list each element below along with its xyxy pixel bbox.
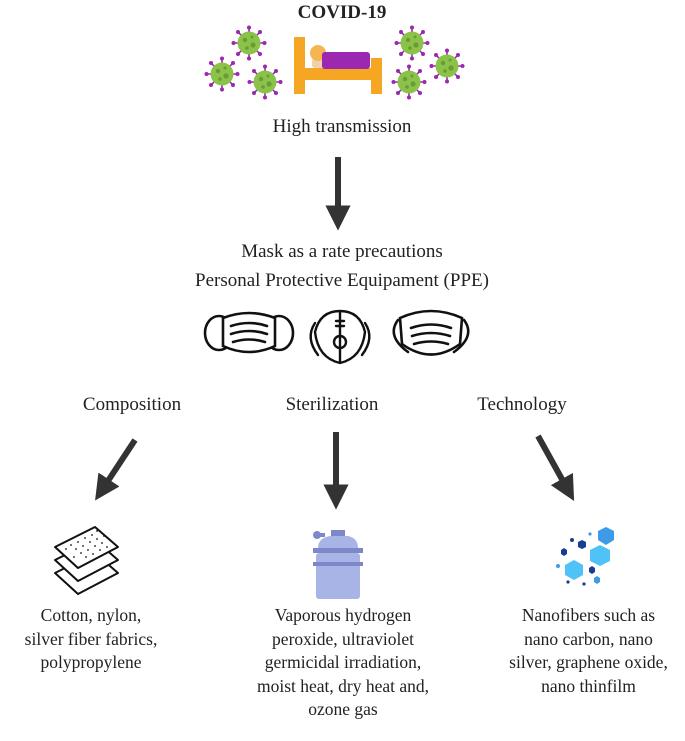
- technology-line: Nanofibers such as: [521, 605, 656, 625]
- composition-line: silver fiber fabrics,: [24, 628, 158, 649]
- composition-line: Cotton, nylon,: [40, 605, 142, 625]
- virus-icon: [393, 24, 431, 62]
- sterilization-line: germicidal irradiation,: [264, 652, 422, 672]
- virus-icon: [428, 47, 466, 85]
- fabric-layers-icon: [54, 526, 119, 595]
- technology-line: nano carbon, nano: [524, 628, 653, 649]
- face-mask-icon: [203, 311, 295, 354]
- sterilization-line: moist heat, dry heat and,: [256, 675, 430, 696]
- category-sterilization-label: Sterilization: [285, 394, 379, 415]
- ppe-label: Personal Protective Equipament (PPE): [195, 270, 489, 291]
- sterilization-description: Vaporous hydrogen peroxide, ultraviolet …: [218, 604, 468, 722]
- mask-precautions-label: Mask as a rate precautions: [241, 241, 443, 262]
- technology-description: Nanofibers such as nano carbon, nano sil…: [492, 604, 685, 698]
- sterilization-line: Vaporous hydrogen: [274, 605, 412, 625]
- diagram-title: COVID-19: [297, 2, 387, 23]
- sterilizer-tank-icon: [313, 530, 363, 599]
- arrow-to-technology: [535, 434, 575, 502]
- technology-line: nano thinfilm: [541, 675, 636, 696]
- virus-icon: [390, 63, 428, 101]
- sterilization-line: ozone gas: [308, 699, 378, 719]
- technology-line: silver, graphene oxide,: [509, 652, 668, 672]
- virus-icon: [246, 63, 284, 101]
- category-composition-label: Composition: [82, 394, 182, 415]
- hospital-bed-icon: [294, 37, 382, 94]
- nanoparticles-icon: [556, 527, 614, 586]
- composition-line: polypropylene: [40, 652, 142, 672]
- respirator-mask-icon: [309, 309, 371, 365]
- arrow-to-composition: [95, 438, 138, 501]
- virus-icon: [230, 24, 268, 62]
- virus-icon: [203, 55, 241, 93]
- surgical-mask-icon: [392, 309, 470, 356]
- high-transmission-label: High transmission: [272, 116, 412, 137]
- composition-description: Cotton, nylon, silver fiber fabrics, pol…: [0, 604, 182, 675]
- category-technology-label: Technology: [477, 394, 567, 415]
- sterilization-line: peroxide, ultraviolet: [272, 628, 414, 649]
